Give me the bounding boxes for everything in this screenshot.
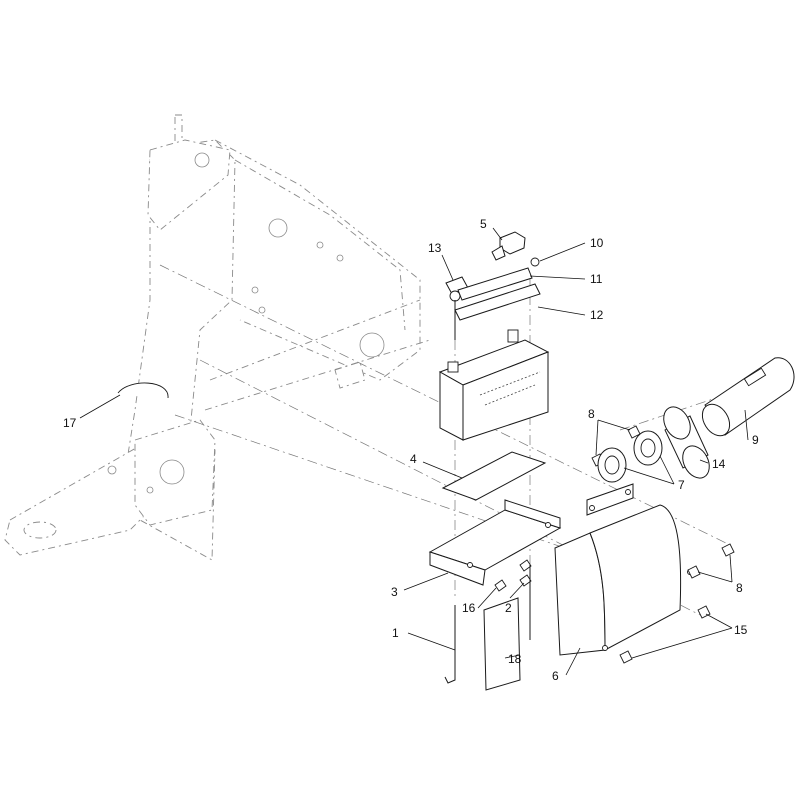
spacers <box>597 430 663 483</box>
leader-16 <box>477 587 497 609</box>
leader-6 <box>565 647 581 676</box>
bracket-bore <box>159 459 185 485</box>
leader-2 <box>509 582 525 599</box>
frame-lower-rail-top <box>209 299 421 381</box>
bumper-tube <box>663 406 710 479</box>
callout-2: 2 <box>505 601 512 615</box>
frame-hole <box>336 254 344 262</box>
callout-7: 7 <box>678 478 685 492</box>
leader-4 <box>422 461 463 479</box>
j-bolt <box>444 605 456 684</box>
leader-7a <box>623 467 675 485</box>
leader-lines <box>79 227 749 676</box>
grip <box>701 357 795 437</box>
callout-4: 4 <box>410 452 417 466</box>
hitch-eye <box>23 521 57 539</box>
leader-15b <box>631 627 733 659</box>
frame-lower-rail-bottom <box>204 339 431 411</box>
callout-10: 10 <box>590 236 604 250</box>
carriage-bolts <box>494 559 532 592</box>
battery-tray <box>428 499 562 586</box>
frame-bracket-small <box>334 361 366 389</box>
mower-frame <box>4 114 431 561</box>
callout-15: 15 <box>734 623 748 637</box>
leader-3 <box>403 572 449 591</box>
hold-down-rod <box>457 267 533 301</box>
battery <box>438 329 550 441</box>
callout-3: 3 <box>391 585 398 599</box>
cover-screws <box>619 605 711 664</box>
callout-5: 5 <box>480 217 487 231</box>
center-line <box>159 264 731 546</box>
callout-18: 18 <box>508 652 522 666</box>
frame-hole <box>107 465 117 475</box>
callout-16: 16 <box>462 601 476 615</box>
leader-14 <box>699 459 709 464</box>
center-line <box>619 384 756 431</box>
callout-17: 17 <box>63 416 77 430</box>
callout-8-upper: 8 <box>588 407 595 421</box>
frame-hole <box>251 286 259 294</box>
frame-upper-body-inner <box>234 159 406 331</box>
frame-upper-body <box>214 139 421 381</box>
frame-pivot-block <box>147 139 231 231</box>
leader-13 <box>441 254 454 281</box>
leader-8d <box>697 571 733 583</box>
callout-1: 1 <box>392 626 399 640</box>
leader-12 <box>537 306 586 316</box>
callouts: 1 2 3 4 5 6 7 8 8 9 10 11 12 13 14 15 16… <box>63 217 759 683</box>
frame-bore-right <box>359 332 385 358</box>
callout-13: 13 <box>428 241 442 255</box>
battery-pad <box>441 451 547 501</box>
leader-11 <box>529 275 586 280</box>
callout-14: 14 <box>712 457 726 471</box>
terminal-boot <box>491 231 526 261</box>
frame-hole <box>258 306 266 314</box>
callout-6: 6 <box>552 669 559 683</box>
leader-8c <box>729 554 733 583</box>
callout-8-lower: 8 <box>736 581 743 595</box>
callout-12: 12 <box>590 308 604 322</box>
leader-7b <box>659 455 675 485</box>
hold-down-nut <box>530 257 540 267</box>
cable-tie <box>117 382 169 399</box>
leader-5 <box>492 227 503 241</box>
pivot-bore <box>194 152 210 168</box>
battery-cover <box>554 483 693 656</box>
leader-10 <box>539 242 586 262</box>
leader-9 <box>744 409 749 441</box>
callout-11: 11 <box>590 272 603 286</box>
leader-17 <box>79 394 121 419</box>
leader-1 <box>407 632 456 651</box>
leader-8b <box>597 419 631 431</box>
frame-bore-upper <box>268 218 288 238</box>
leader-8a <box>595 419 599 456</box>
leader-15a <box>705 613 733 629</box>
frame-hole <box>316 241 324 249</box>
leader-18 <box>504 654 521 659</box>
decal <box>483 597 521 691</box>
hold-down-bracket <box>454 283 541 321</box>
callout-9: 9 <box>752 433 759 447</box>
frame-hole <box>146 486 154 494</box>
